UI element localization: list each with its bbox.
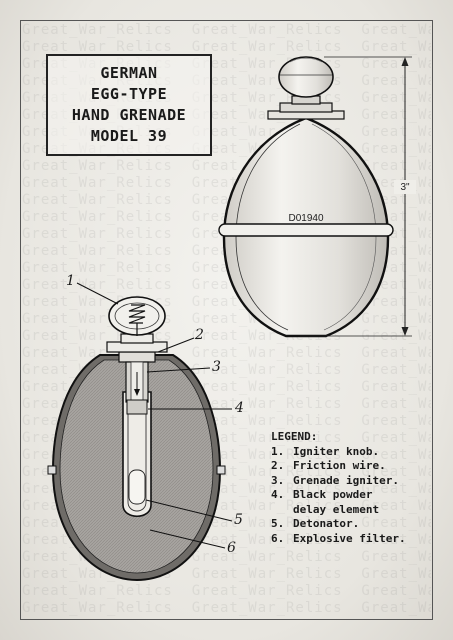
title-line-4: MODEL 39: [90, 127, 168, 145]
exterior-egg-inner-line: [235, 123, 301, 331]
callout-3: 3: [212, 359, 221, 375]
leader-6: [149, 529, 226, 549]
legend-item-6: 6. Explosive filter.: [271, 532, 441, 547]
dimension-label: 3": [400, 182, 410, 193]
leader-1: [76, 282, 119, 305]
section-lug-left: [47, 465, 57, 475]
dimension-arrow-bottom: [401, 327, 409, 336]
legend-item-2: 2. Friction wire.: [271, 459, 441, 474]
title-box: GERMAN EGG-TYPE HAND GRENADE MODEL 39: [46, 54, 212, 156]
exterior-grenade: D01940 3": [218, 56, 416, 338]
legend-item-4: 4. Black powder: [271, 488, 441, 503]
watermark-row: Great_War_Relics Great_War_Relics Great_…: [22, 617, 431, 618]
watermark-row: Great_War_Relics Great_War_Relics Great_…: [22, 345, 431, 361]
watermark-row: Great_War_Relics Great_War_Relics Great_…: [22, 600, 431, 616]
exterior-igniter-knob: [278, 56, 334, 98]
callout-4: 4: [235, 400, 244, 416]
leader-3: [146, 367, 211, 373]
watermark-row: Great_War_Relics Great_War_Relics Great_…: [22, 22, 431, 38]
exterior-waist-band: [218, 223, 394, 237]
legend-item-text: Grenade igniter.: [293, 473, 399, 487]
legend: LEGEND: 1. Igniter knob. 2. Friction wir…: [271, 430, 441, 546]
callout-5: 5: [234, 512, 243, 528]
legend-item-text: Detonator.: [293, 517, 360, 530]
legend-item-number: 6.: [271, 531, 285, 545]
legend-item-number: 3.: [271, 473, 285, 487]
legend-item-number: 2.: [271, 459, 285, 472]
legend-item-text: Explosive filter.: [293, 531, 406, 545]
callout-6: 6: [227, 540, 236, 556]
legend-item-5: 5. Detonator.: [271, 517, 441, 532]
section-detonator: [128, 469, 146, 505]
leader-2: [157, 337, 195, 353]
title-line-1: GERMAN: [100, 64, 158, 82]
legend-item-text: Friction wire.: [293, 459, 386, 472]
legend-item-number: 1.: [271, 444, 285, 458]
section-lug-right: [216, 465, 226, 475]
callout-1: 1: [66, 273, 75, 289]
legend-item-3: 3. Grenade igniter.: [271, 474, 441, 489]
title-line-3: HAND GRENADE: [71, 106, 187, 124]
dimension-arrow-top: [401, 57, 409, 66]
page-frame: [20, 20, 433, 620]
section-delay-element: [126, 399, 148, 415]
section-friction-wire: [128, 304, 146, 336]
exterior-serial: D01940: [288, 213, 323, 224]
watermark-row: Great_War_Relics Great_War_Relics Great_…: [22, 583, 431, 599]
exterior-egg-right-line: [311, 123, 377, 331]
callout-2: 2: [195, 327, 204, 343]
watermark-row: Great_War_Relics Great_War_Relics Great_…: [22, 39, 431, 55]
legend-item-text: Igniter knob.: [293, 444, 380, 458]
title-line-2: EGG-TYPE: [90, 85, 168, 103]
legend-item-4-continued: delay element: [293, 502, 380, 516]
legend-heading: LEGEND:: [271, 430, 318, 443]
legend-item-number: 5.: [271, 517, 285, 530]
legend-item-text: Black powder: [293, 488, 373, 501]
section-igniter-body: [118, 351, 156, 363]
legend-item-number: 4.: [271, 488, 285, 501]
leader-5: [145, 499, 233, 522]
legend-item-1: 1. Igniter knob.: [271, 445, 441, 460]
cross-section-grenade: [47, 282, 233, 582]
